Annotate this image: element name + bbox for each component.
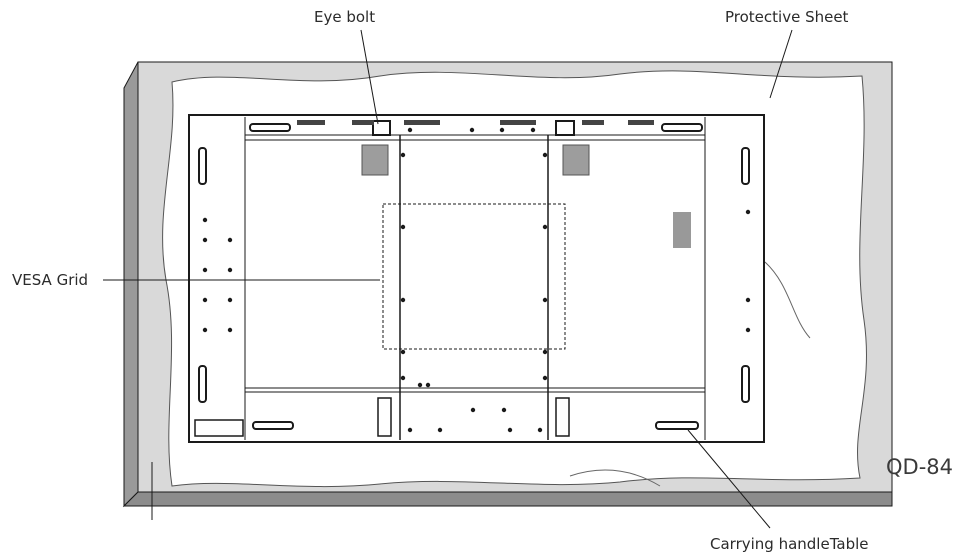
screw-hole <box>501 407 507 413</box>
screw-hole <box>542 152 548 158</box>
screw-hole <box>745 327 751 333</box>
eye-bolt-icon <box>555 120 575 136</box>
screw-hole <box>227 237 233 243</box>
screw-hole <box>537 427 543 433</box>
screw-hole <box>542 349 548 355</box>
screw-hole <box>499 127 505 133</box>
leader-eye-bolt <box>360 29 379 125</box>
table-front-edge <box>122 491 893 507</box>
vent-grille <box>628 120 654 125</box>
vent-grille <box>404 120 440 125</box>
screw-hole <box>407 127 413 133</box>
carrying-handle-icon <box>741 147 750 185</box>
screw-hole <box>400 375 406 381</box>
screw-hole <box>437 427 443 433</box>
vent-grille <box>673 212 691 248</box>
carrying-handle-icon <box>249 123 291 132</box>
screw-hole <box>542 297 548 303</box>
eye-bolt-icon <box>372 120 391 136</box>
label-sticker-icon <box>361 144 389 176</box>
carrying-handle-icon <box>198 147 207 185</box>
vent-grille <box>352 120 374 125</box>
carrying-handle-icon <box>661 123 703 132</box>
screw-hole <box>469 127 475 133</box>
carrying-handle-icon <box>655 421 699 430</box>
screw-hole <box>407 427 413 433</box>
vent-groups <box>297 120 654 125</box>
stand-bracket-icon <box>377 397 392 437</box>
screw-hole <box>202 267 208 273</box>
screw-hole <box>425 382 431 388</box>
screw-hole <box>470 407 476 413</box>
leader-carrying-handle <box>687 429 771 529</box>
model-code: QD-84 <box>886 455 953 479</box>
screw-hole <box>542 224 548 230</box>
sheet-crease <box>764 261 811 339</box>
vent-grille <box>500 120 536 125</box>
monitor-back <box>188 114 765 443</box>
screw-hole <box>202 327 208 333</box>
vent-grille <box>582 120 604 125</box>
carrying-handle-icon <box>198 365 207 403</box>
screw-hole <box>542 375 548 381</box>
leader-protective-sheet <box>769 29 793 99</box>
label-eye-bolt: Eye bolt <box>314 8 375 26</box>
screw-hole <box>400 224 406 230</box>
carrying-handle-icon <box>252 421 294 430</box>
screw-hole <box>400 297 406 303</box>
sheet-crease <box>569 469 661 487</box>
table-side <box>123 61 139 508</box>
screw-hole <box>400 349 406 355</box>
screw-hole <box>745 209 751 215</box>
screw-hole <box>227 267 233 273</box>
label-sticker-icon <box>562 144 590 176</box>
screw-hole <box>227 297 233 303</box>
screw-hole <box>400 152 406 158</box>
screw-hole <box>417 382 423 388</box>
label-protective-sheet: Protective Sheet <box>725 8 849 26</box>
screw-hole <box>530 127 536 133</box>
vent-grille <box>297 120 325 125</box>
screw-hole <box>202 237 208 243</box>
carrying-handle-icon <box>741 365 750 403</box>
monitor-outline <box>188 114 765 443</box>
label-carrying-handle-table: Carrying handleTable <box>710 535 869 553</box>
connector-panel <box>194 419 244 437</box>
screw-hole <box>507 427 513 433</box>
screw-hole <box>202 217 208 223</box>
screw-holes <box>202 127 751 433</box>
screw-hole <box>227 327 233 333</box>
screw-hole <box>745 297 751 303</box>
stand-bracket-icon <box>555 397 570 437</box>
label-vesa-grid: VESA Grid <box>12 271 88 289</box>
vesa-grid <box>382 203 566 350</box>
screw-hole <box>202 297 208 303</box>
